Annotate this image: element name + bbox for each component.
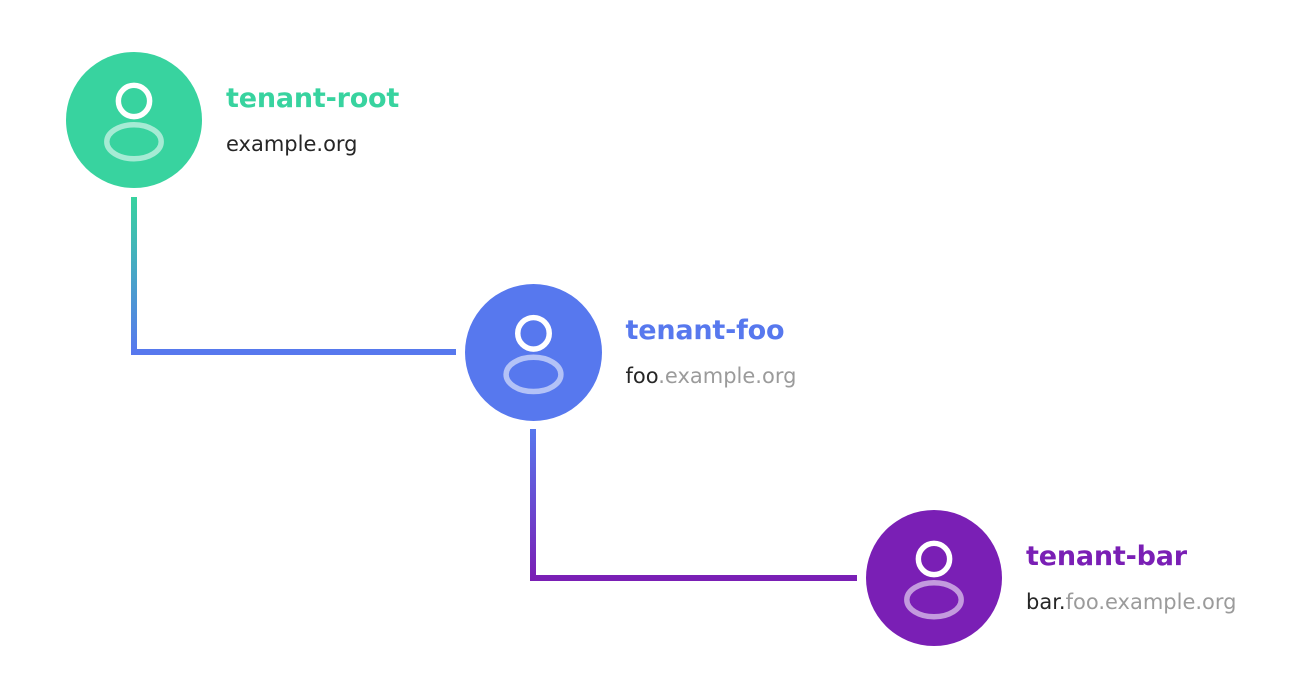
tenant-label-group: tenant-bar bar.foo.example.org: [1026, 542, 1237, 614]
avatar-head-icon: [514, 314, 552, 352]
avatar-body-icon: [502, 354, 564, 394]
tenant-domain-own: example.org: [226, 131, 358, 156]
avatar-body-icon: [904, 580, 964, 620]
tenant-domain-parent: foo.example.org: [1065, 589, 1237, 614]
edge-root-to-foo: [131, 197, 456, 355]
tenant-domain-parent: .example.org: [658, 363, 797, 388]
user-avatar-icon: [464, 283, 602, 421]
tenant-name-label: tenant-bar: [1026, 541, 1187, 573]
tenant-node-tenant-bar[interactable]: tenant-bar bar.foo.example.org: [866, 510, 1237, 646]
avatar-background-circle: [866, 510, 1002, 646]
tenant-domain-label: example.org: [226, 131, 399, 156]
tenant-domain-label: bar.foo.example.org: [1026, 589, 1237, 614]
tenant-name-label: tenant-root: [226, 83, 400, 115]
avatar-background-circle: [464, 283, 602, 421]
tenant-node-tenant-root[interactable]: tenant-root example.org: [66, 52, 399, 188]
edge-foo-to-bar: [530, 429, 857, 581]
user-avatar-icon: [866, 510, 1002, 646]
tenant-label-group: tenant-root example.org: [226, 84, 399, 156]
avatar-body-icon: [104, 122, 164, 162]
avatar-head-icon: [915, 540, 953, 578]
tenant-name-label: tenant-foo: [625, 315, 785, 347]
avatar-background-circle: [66, 52, 202, 188]
tenant-domain-own: bar.: [1026, 589, 1066, 614]
user-avatar-icon: [66, 52, 202, 188]
tenant-node-tenant-foo[interactable]: tenant-foo foo.example.org: [464, 283, 797, 421]
tenant-domain-label: foo.example.org: [625, 363, 797, 388]
tenant-label-group: tenant-foo foo.example.org: [626, 316, 797, 388]
tenant-domain-own: foo: [625, 363, 659, 388]
avatar-head-icon: [115, 82, 153, 120]
